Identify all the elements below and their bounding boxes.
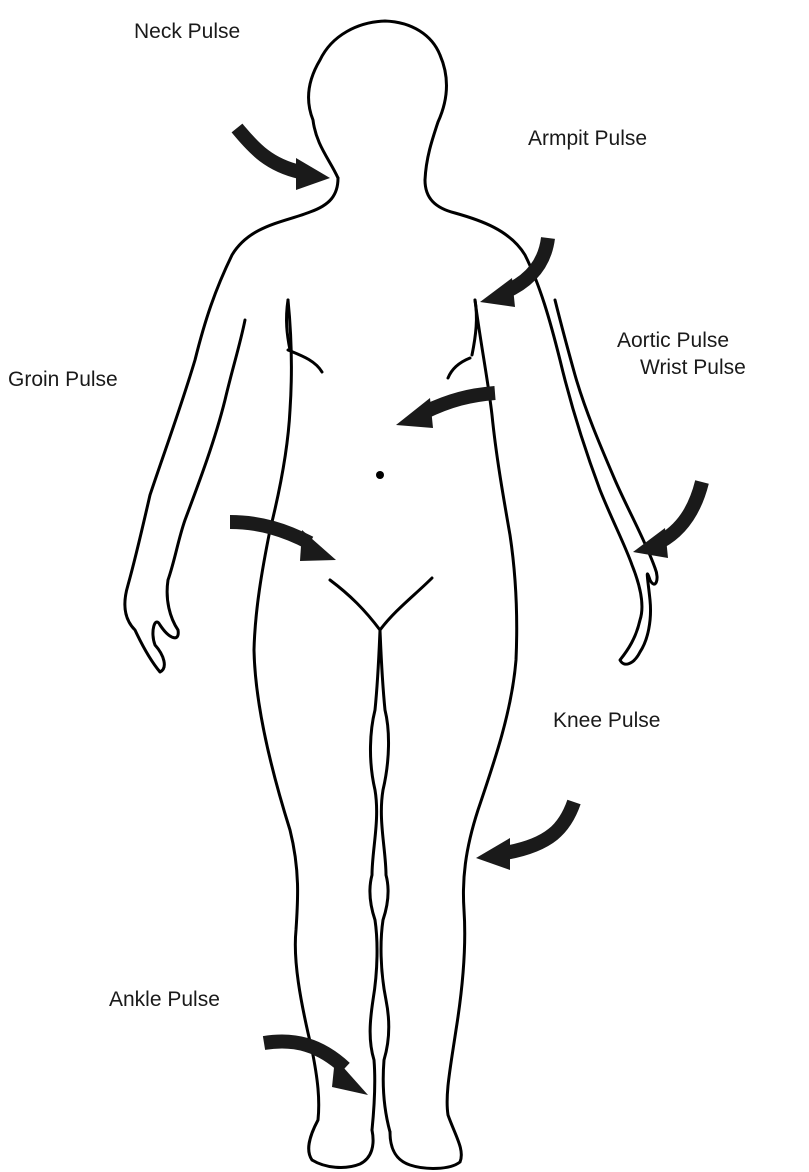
neck-pulse-label: Neck Pulse bbox=[134, 21, 240, 42]
groin-pulse-arrow bbox=[230, 522, 336, 561]
wrist-pulse-arrow bbox=[633, 482, 702, 558]
knee-pulse-arrow bbox=[476, 802, 574, 870]
aortic-pulse-arrow bbox=[396, 393, 495, 428]
head-outline bbox=[309, 21, 447, 180]
wrist-pulse-label: Wrist Pulse bbox=[640, 357, 746, 378]
aortic-pulse-label: Aortic Pulse bbox=[617, 330, 729, 351]
groin-pulse-label: Groin Pulse bbox=[8, 369, 118, 390]
navel-dot bbox=[376, 471, 384, 479]
inner-leg-right bbox=[380, 630, 390, 1132]
right-armpit-line bbox=[472, 300, 476, 355]
groin-line bbox=[330, 578, 432, 630]
armpit-pulse-label: Armpit Pulse bbox=[528, 128, 647, 149]
knee-pulse-label: Knee Pulse bbox=[553, 710, 660, 731]
left-arm-outer bbox=[125, 178, 338, 672]
right-torso bbox=[390, 300, 517, 1168]
left-breast-line bbox=[288, 350, 322, 372]
armpit-pulse-arrow bbox=[480, 238, 548, 307]
inner-leg-left bbox=[370, 630, 380, 1130]
ankle-pulse-label: Ankle Pulse bbox=[109, 989, 220, 1010]
right-breast-line bbox=[448, 358, 470, 378]
